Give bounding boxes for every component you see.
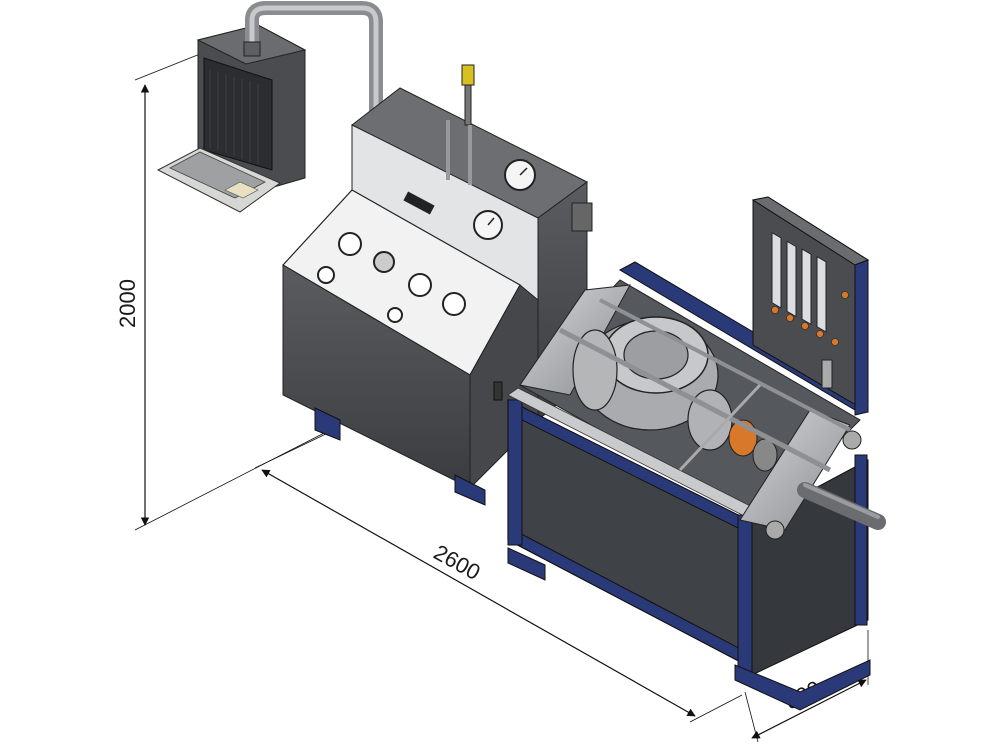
piston-rod: [797, 482, 886, 530]
valve-knob: [373, 251, 395, 273]
height-dimension: 2000: [115, 51, 331, 531]
air-filter: [571, 202, 593, 232]
panel-gauges: [317, 191, 466, 323]
gauge-3: [408, 273, 432, 297]
accumulator: [493, 381, 503, 401]
gauge-5: [442, 292, 466, 316]
instrument-board: [751, 196, 870, 416]
length-dimension-label: 2600: [430, 540, 485, 586]
signal-beacon: [461, 64, 475, 86]
gauge-4: [387, 307, 403, 323]
gauge-1: [338, 232, 362, 256]
display-readout: [403, 191, 435, 215]
flow-meters: [771, 231, 827, 333]
height-dimension-label: 2000: [115, 279, 140, 328]
operator-terminal: [156, 24, 307, 213]
monitor-screen: [203, 57, 273, 171]
gauge-2: [317, 266, 335, 284]
valve-flange-left: [572, 329, 618, 411]
valve-under-test: [519, 284, 886, 540]
